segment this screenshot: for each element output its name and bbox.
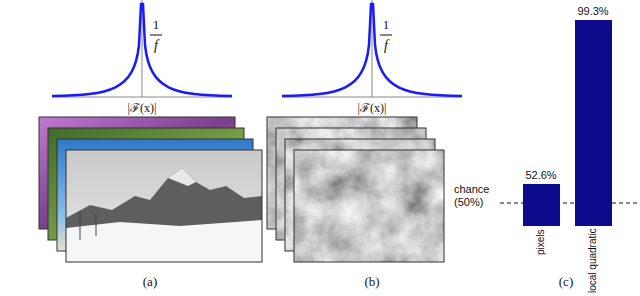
pole [96, 214, 97, 236]
fraction-numerator: 1 [383, 18, 390, 33]
bar-value: 99.3% [577, 5, 608, 18]
chance-label: chance (50%) [454, 183, 500, 208]
panel-label: (c) [559, 275, 573, 290]
fraction-numerator: 1 [153, 18, 160, 33]
noise-image-stack [267, 117, 444, 262]
fraction-denominator: f [384, 38, 388, 54]
bar-value: 52.6% [525, 169, 556, 182]
spectrum-curve [52, 4, 232, 96]
plot-axis [52, 97, 232, 98]
spectrum-plot-a [52, 0, 232, 97]
bar-category: local quadratic [587, 229, 599, 293]
axis-label: |ℱ(x)| [128, 102, 157, 116]
pole [80, 212, 81, 240]
spectrum-curve [282, 4, 462, 96]
fraction-denominator: f [154, 38, 158, 54]
bar-category: pixels [535, 229, 547, 255]
bar [523, 184, 560, 226]
fraction-bar [150, 35, 162, 36]
photo-sky [66, 150, 262, 262]
snow-field [66, 220, 262, 262]
panel-label: (a) [143, 275, 157, 290]
spectrum-plot-b [282, 0, 462, 97]
mountain-photo [66, 150, 262, 262]
image-border [294, 150, 444, 262]
snow-cap [168, 168, 196, 186]
noise-image [294, 150, 444, 262]
bar [575, 20, 612, 226]
chance-line [500, 202, 638, 203]
plot-axis [282, 97, 462, 98]
panel-label: (b) [364, 275, 379, 290]
natural-image-stack [39, 117, 262, 262]
axis-label: |ℱ(x)| [358, 102, 387, 116]
fraction-bar [380, 35, 392, 36]
bar-chart [500, 20, 638, 226]
photo-border [66, 150, 262, 262]
